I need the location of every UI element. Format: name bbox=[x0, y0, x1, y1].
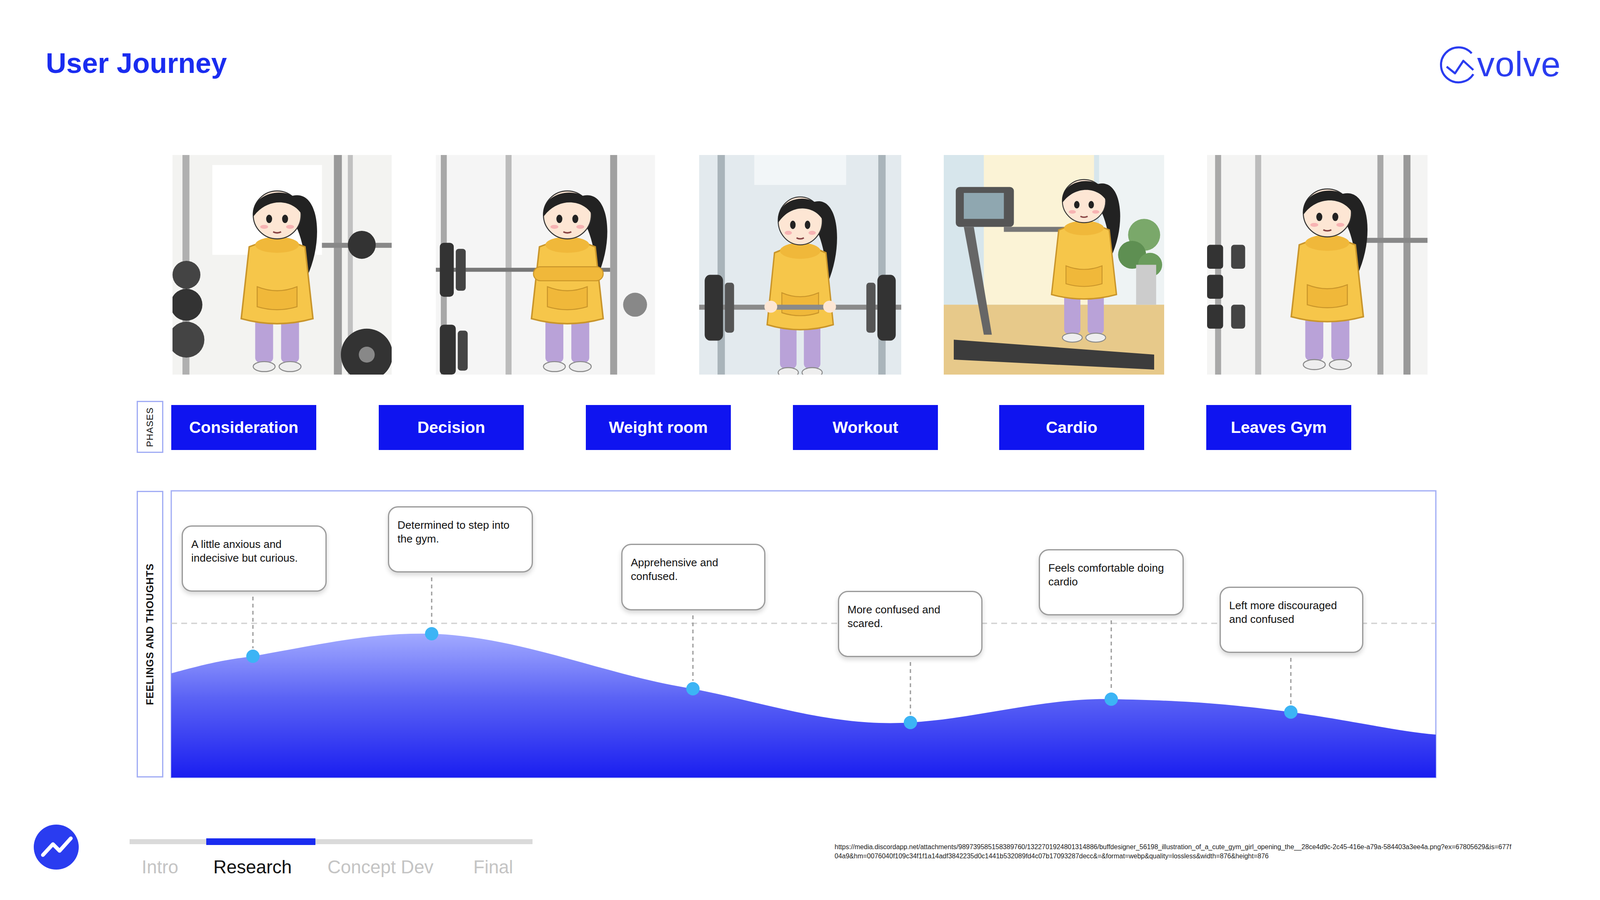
chart-frame bbox=[171, 490, 1436, 778]
feeling-callout: Feels comfortable doing cardio bbox=[1038, 549, 1184, 616]
journey-illustration bbox=[435, 155, 655, 375]
phase-name: Leaves Gym bbox=[1230, 418, 1327, 437]
emotion-dots bbox=[246, 627, 1298, 730]
brand-name: volve bbox=[1477, 44, 1561, 85]
nav-step: Research bbox=[213, 856, 292, 878]
section-title: PHASES bbox=[144, 407, 156, 447]
phase-name: Consideration bbox=[189, 418, 299, 437]
feeling-text: Left more discouraged and confused bbox=[1229, 598, 1354, 627]
journey-illustration bbox=[168, 155, 393, 381]
section-label: PHASES bbox=[136, 400, 164, 453]
phase-box: Workout bbox=[792, 405, 938, 450]
feeling-text: More confused and scared. bbox=[847, 602, 973, 631]
emotion-curve bbox=[171, 633, 1436, 778]
phase-box: Cardio bbox=[999, 405, 1145, 450]
feeling-text: Apprehensive and confused. bbox=[630, 555, 756, 584]
journey-illustration bbox=[943, 155, 1165, 375]
feeling-callout: More confused and scared. bbox=[837, 590, 983, 658]
phase-name: Weight room bbox=[608, 418, 708, 437]
phase-box: Consideration bbox=[171, 405, 317, 450]
phase-box: Decision bbox=[378, 405, 524, 450]
feeling-callout: Determined to step into the gym. bbox=[387, 506, 533, 573]
logo-glyph bbox=[1440, 47, 1474, 83]
feeling-text: A little anxious and indecisive but curi… bbox=[191, 537, 318, 566]
image-source: https://media.discordapp.net/attachments… bbox=[834, 842, 1514, 861]
progress-track bbox=[129, 839, 533, 845]
progress-active bbox=[206, 838, 316, 845]
feeling-callout: A little anxious and indecisive but curi… bbox=[181, 525, 327, 592]
nav-step: Concept Dev bbox=[327, 856, 434, 878]
phase-box: Weight room bbox=[585, 405, 731, 450]
phase-name: Cardio bbox=[1045, 418, 1098, 437]
feeling-text: Feels comfortable doing cardio bbox=[1048, 561, 1175, 590]
journey-illustration bbox=[1207, 155, 1428, 375]
slide-title: User Journey bbox=[45, 46, 228, 80]
feeling-callout: Apprehensive and confused. bbox=[621, 543, 766, 611]
nav-step: Final bbox=[473, 856, 513, 878]
section-label: FEELINGS AND THOUGHTS bbox=[136, 490, 164, 778]
phase-name: Workout bbox=[832, 418, 898, 437]
footer-logo bbox=[33, 824, 79, 870]
feeling-callout: Left more discouraged and confused bbox=[1219, 586, 1364, 653]
feeling-text: Determined to step into the gym. bbox=[397, 518, 524, 547]
phase-name: Decision bbox=[417, 418, 486, 437]
phase-box: Leaves Gym bbox=[1206, 405, 1352, 450]
journey-illustration bbox=[699, 155, 902, 378]
nav-step: Intro bbox=[141, 856, 179, 878]
section-title: FEELINGS AND THOUGHTS bbox=[144, 563, 156, 705]
